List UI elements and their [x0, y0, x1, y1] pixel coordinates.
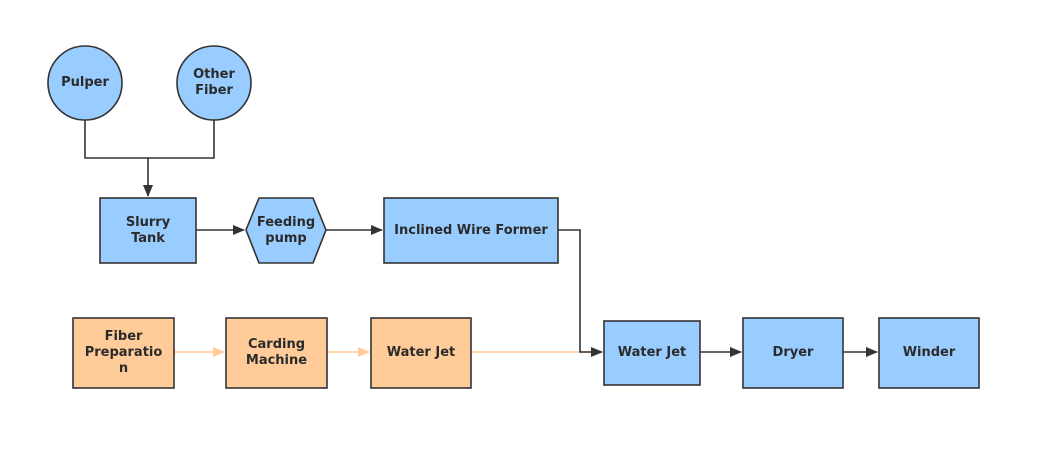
other-fiber-label: Other Fiber: [193, 67, 235, 98]
fiber-preparation-node: [72, 317, 175, 389]
carding-machine-label: Carding Machine: [245, 337, 308, 368]
edge-inclined-wire-former-to-water-jet: [558, 229, 603, 357]
water-jet-blue-node: [603, 320, 701, 386]
nodes: [47, 45, 980, 389]
dryer-node: [742, 317, 844, 389]
winder-node: [878, 317, 980, 389]
water-jet-blue-label: Water Jet: [617, 345, 687, 360]
slurry-tank-label: Slurry Tank: [125, 214, 171, 246]
other-fiber-node: [176, 45, 252, 121]
feeding-pump-node: [245, 197, 327, 264]
water-jet-orange-node: [370, 317, 472, 389]
winder-label: Winder: [902, 345, 956, 360]
fiber-preparation-label: Fiber Preparatio n: [84, 329, 163, 376]
dryer-label: Dryer: [772, 345, 814, 360]
pulper-label: Pulper: [61, 75, 109, 90]
carding-machine-node: [225, 317, 328, 389]
inclined-wire-former-label: Inclined Wire Former: [394, 222, 548, 238]
inclined-wire-former-node: [383, 197, 559, 264]
water-jet-orange-label: Water Jet: [386, 345, 456, 360]
slurry-tank-node: [99, 197, 197, 264]
pulper-node: [47, 45, 123, 121]
edge-other-fiber-to-slurry-tank: [143, 120, 215, 197]
feeding-pump-label: Feeding pump: [256, 214, 316, 246]
connectors: [84, 120, 878, 357]
edge-pulper-to-slurry-tank: [84, 120, 148, 159]
